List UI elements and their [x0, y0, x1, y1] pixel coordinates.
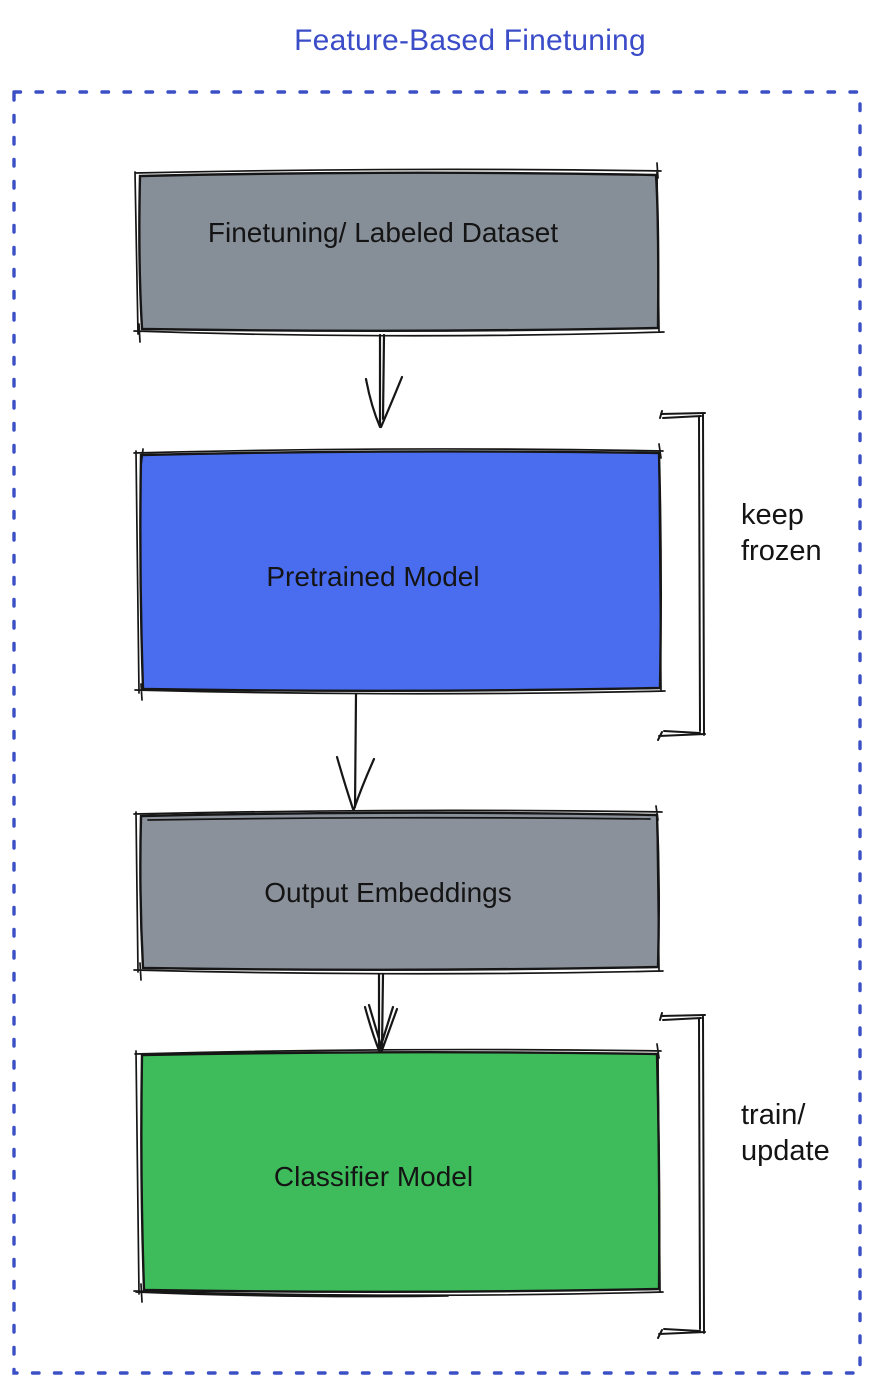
node-pretrained-model-label: Pretrained Model	[266, 561, 480, 592]
node-classifier-model-label: Classifier Model	[273, 1161, 474, 1192]
node-classifier-model-box	[133, 1043, 664, 1303]
annotation-keep-frozen: keep frozen	[741, 499, 822, 567]
bracket-keep-frozen	[657, 410, 706, 741]
node-finetuning-dataset-label: Finetuning/ Labeled Dataset	[207, 217, 559, 248]
bracket-train-update	[657, 1012, 706, 1339]
node-finetuning-dataset-box	[133, 162, 665, 343]
arrow-dataset-to-pretrained	[364, 333, 404, 429]
diagram-title: Feature-Based Finetuning	[294, 24, 646, 57]
arrow-pretrained-to-embeddings	[335, 692, 376, 811]
dashed-frame	[12, 90, 862, 1375]
node-output-embeddings-label: Output Embeddings	[264, 877, 512, 908]
node-pretrained-model-box	[133, 443, 666, 701]
arrow-embeddings-to-classifier	[363, 972, 399, 1055]
annotation-train-update: train/ update	[741, 1099, 830, 1167]
node-output-embeddings-box	[133, 805, 664, 981]
